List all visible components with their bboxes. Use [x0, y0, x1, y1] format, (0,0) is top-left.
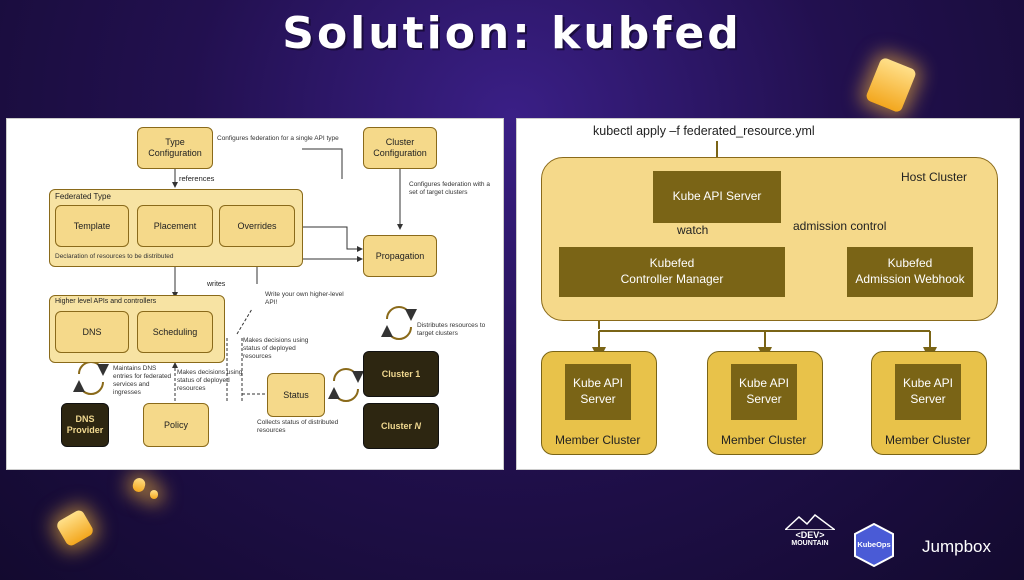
- cluster-config-note: Configures federation with a set of targ…: [409, 181, 490, 197]
- scheduling-box: Scheduling: [137, 311, 213, 353]
- type-config-note: Configures federation for a single API t…: [217, 135, 339, 142]
- cluster-n-suffix: N: [414, 420, 422, 431]
- dns-box: DNS: [55, 311, 129, 353]
- dev-mountain-logo: <DEV> MOUNTAIN: [780, 514, 840, 547]
- declaration-note: Declaration of resources to be distribut…: [55, 253, 174, 260]
- write-own-note: Write your own higher-level API!: [265, 291, 344, 307]
- dev-mountain-line-2: MOUNTAIN: [791, 540, 829, 547]
- member-2-label: Member Cluster: [721, 433, 807, 447]
- member-2-api-server: Kube API Server: [731, 364, 797, 420]
- host-kube-api-server-box: Kube API Server: [653, 171, 781, 223]
- host-cluster-label: Host Cluster: [901, 170, 968, 184]
- kubeops-logo: KubeOps: [852, 523, 896, 567]
- member-1-api-line-2: Server: [580, 392, 616, 406]
- decisions-note-2: Makes decisions using status of deployed…: [177, 369, 243, 393]
- right-diagram-panel: kubectl apply –f federated_resource.yml …: [516, 118, 1020, 470]
- kubefed-controller-manager-box: Kubefed Controller Manager: [559, 247, 785, 297]
- member-2-api-line-2: Server: [746, 392, 782, 406]
- cluster-n-box: Cluster N: [363, 403, 439, 449]
- dev-mountain-line-1: <DEV>: [795, 530, 825, 540]
- webhook-line-1: Kubefed: [887, 256, 933, 271]
- jumpbox-logo: Jumpbox: [922, 537, 991, 556]
- member-1-api-line-1: Kube API: [572, 376, 624, 391]
- member-3-api-line-1: Kube API: [902, 376, 954, 391]
- kubectl-command: kubectl apply –f federated_resource.yml: [593, 124, 815, 138]
- policy-box: Policy: [143, 403, 209, 447]
- lantern-decoration: [864, 56, 918, 114]
- member-3-api-line-2: Server: [910, 392, 946, 406]
- webhook-line-2: Admission Webhook: [855, 272, 965, 286]
- left-diagram-panel: Type Configuration Configures federation…: [6, 118, 504, 470]
- decisions-note-1: Makes decisions using status of deployed…: [243, 337, 309, 361]
- propagation-box: Propagation: [363, 235, 437, 277]
- admission-control-label: admission control: [793, 219, 887, 233]
- lantern-decoration: [131, 476, 147, 494]
- kubefed-admission-webhook-box: Kubefed Admission Webhook: [847, 247, 973, 297]
- member-3-label: Member Cluster: [885, 433, 971, 447]
- member-1-label: Member Cluster: [555, 433, 641, 447]
- controller-line-1: Kubefed: [649, 256, 695, 271]
- cluster-1-box: Cluster 1: [363, 351, 439, 397]
- kubeops-label: KubeOps: [857, 540, 891, 549]
- mountain-icon: [785, 514, 835, 530]
- federated-type-label: Federated Type: [55, 192, 111, 201]
- type-configuration-box: Type Configuration: [137, 127, 213, 169]
- lantern-decoration: [150, 490, 158, 499]
- cluster-configuration-box: Cluster Configuration: [363, 127, 437, 169]
- overrides-box: Overrides: [219, 205, 295, 247]
- status-box: Status: [267, 373, 325, 417]
- controller-line-2: Controller Manager: [620, 272, 724, 286]
- collects-note: Collects status of distributed resources: [257, 419, 339, 435]
- higher-level-label: Higher level APIs and controllers: [55, 298, 157, 305]
- member-1-api-server: Kube API Server: [565, 364, 631, 420]
- kubeops-badge-icon: [854, 523, 894, 567]
- cluster-n-prefix: Cluster: [380, 420, 415, 431]
- writes-label: writes: [207, 281, 226, 288]
- member-3-api-server: Kube API Server: [895, 364, 961, 420]
- template-box: Template: [55, 205, 129, 247]
- maintains-note: Maintains DNS entries for federated serv…: [113, 365, 172, 397]
- slide-title: Solution: kubfed: [282, 8, 742, 59]
- member-2-api-line-1: Kube API: [738, 376, 790, 391]
- references-label: references: [179, 174, 215, 183]
- watch-label: watch: [677, 223, 709, 237]
- placement-box: Placement: [137, 205, 213, 247]
- distributes-note: Distributes resources to target clusters: [417, 322, 486, 338]
- dns-provider-box: DNS Provider: [61, 403, 109, 447]
- lantern-decoration: [55, 508, 95, 548]
